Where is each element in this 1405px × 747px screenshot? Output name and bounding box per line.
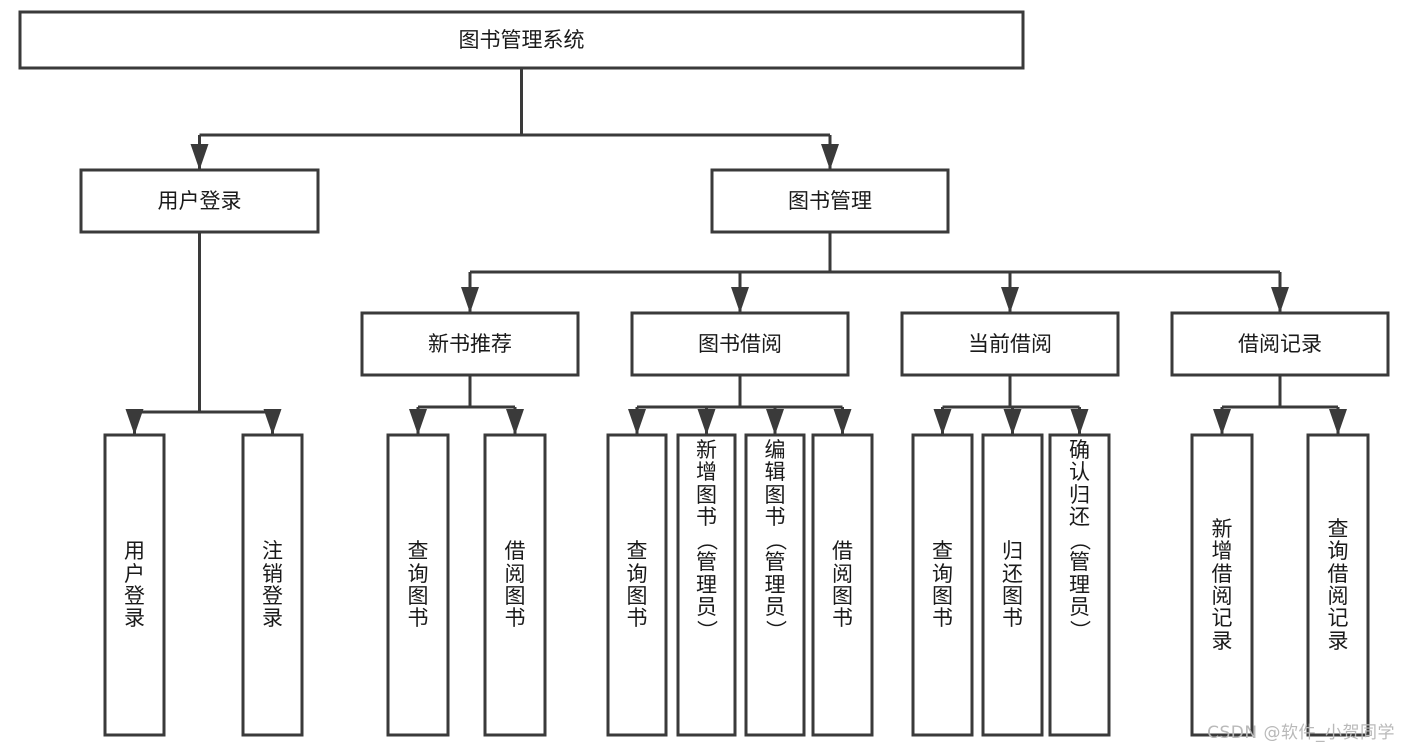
arrow-head-icon (628, 409, 646, 435)
node-label-book-manage: 图书管理 (788, 189, 872, 213)
node-box-new-book-recommend[interactable] (360, 311, 580, 377)
arrow-head-icon (697, 409, 716, 435)
node-boxes-layer (18, 10, 1390, 737)
arrow-head-icon (1329, 409, 1347, 435)
node-box-user-login[interactable] (79, 168, 320, 234)
arrow-head-icon (821, 144, 839, 170)
node-box-leaf-query-book-rec[interactable] (386, 433, 450, 737)
arrow-head-icon (933, 409, 952, 435)
node-label-user-login: 用户登录 (158, 189, 242, 213)
node-box-leaf-query-book-cur[interactable] (911, 433, 974, 737)
node-label-borrow-record: 借阅记录 (1238, 332, 1322, 356)
node-box-leaf-query-record[interactable] (1306, 433, 1370, 737)
node-box-leaf-add-book[interactable] (676, 433, 737, 737)
node-label-root: 图书管理系统 (459, 28, 585, 52)
watermark-text: CSDN @软件_小贺同学 (1207, 723, 1395, 743)
node-label-current-borrow: 当前借阅 (968, 332, 1052, 356)
arrow-head-icon (1213, 409, 1231, 435)
node-box-borrow-record[interactable] (1170, 311, 1390, 377)
arrow-head-icon (409, 409, 427, 435)
arrow-head-icon (125, 409, 144, 435)
node-box-current-borrow[interactable] (900, 311, 1120, 377)
arrow-head-icon (766, 409, 784, 435)
node-box-leaf-add-record[interactable] (1190, 433, 1254, 737)
node-box-leaf-user-logout[interactable] (241, 433, 304, 737)
node-label-book-borrow: 图书借阅 (698, 332, 782, 356)
arrow-head-icon (1001, 287, 1019, 313)
node-box-book-borrow[interactable] (630, 311, 850, 377)
node-box-leaf-return-book[interactable] (981, 433, 1044, 737)
arrow-head-icon (263, 409, 282, 435)
node-box-book-manage[interactable] (710, 168, 950, 234)
arrow-head-icon (461, 287, 479, 313)
node-label-new-book-recommend: 新书推荐 (428, 332, 512, 356)
arrow-head-icon (1271, 287, 1289, 313)
node-box-leaf-borrow-book[interactable] (811, 433, 874, 737)
node-box-leaf-edit-book[interactable] (744, 433, 806, 737)
connectors-layer (125, 68, 1347, 435)
node-box-leaf-confirm-return[interactable] (1048, 433, 1111, 737)
arrow-head-icon (1070, 409, 1089, 435)
arrow-head-icon (190, 144, 209, 170)
node-box-root[interactable] (18, 10, 1025, 70)
node-box-leaf-borrow-book-rec[interactable] (483, 433, 547, 737)
node-box-leaf-user-login[interactable] (103, 433, 166, 737)
arrow-head-icon (1003, 409, 1022, 435)
node-box-leaf-query-book[interactable] (606, 433, 668, 737)
arrow-head-icon (731, 287, 749, 313)
arrow-head-icon (506, 409, 524, 435)
arrow-head-icon (833, 409, 852, 435)
